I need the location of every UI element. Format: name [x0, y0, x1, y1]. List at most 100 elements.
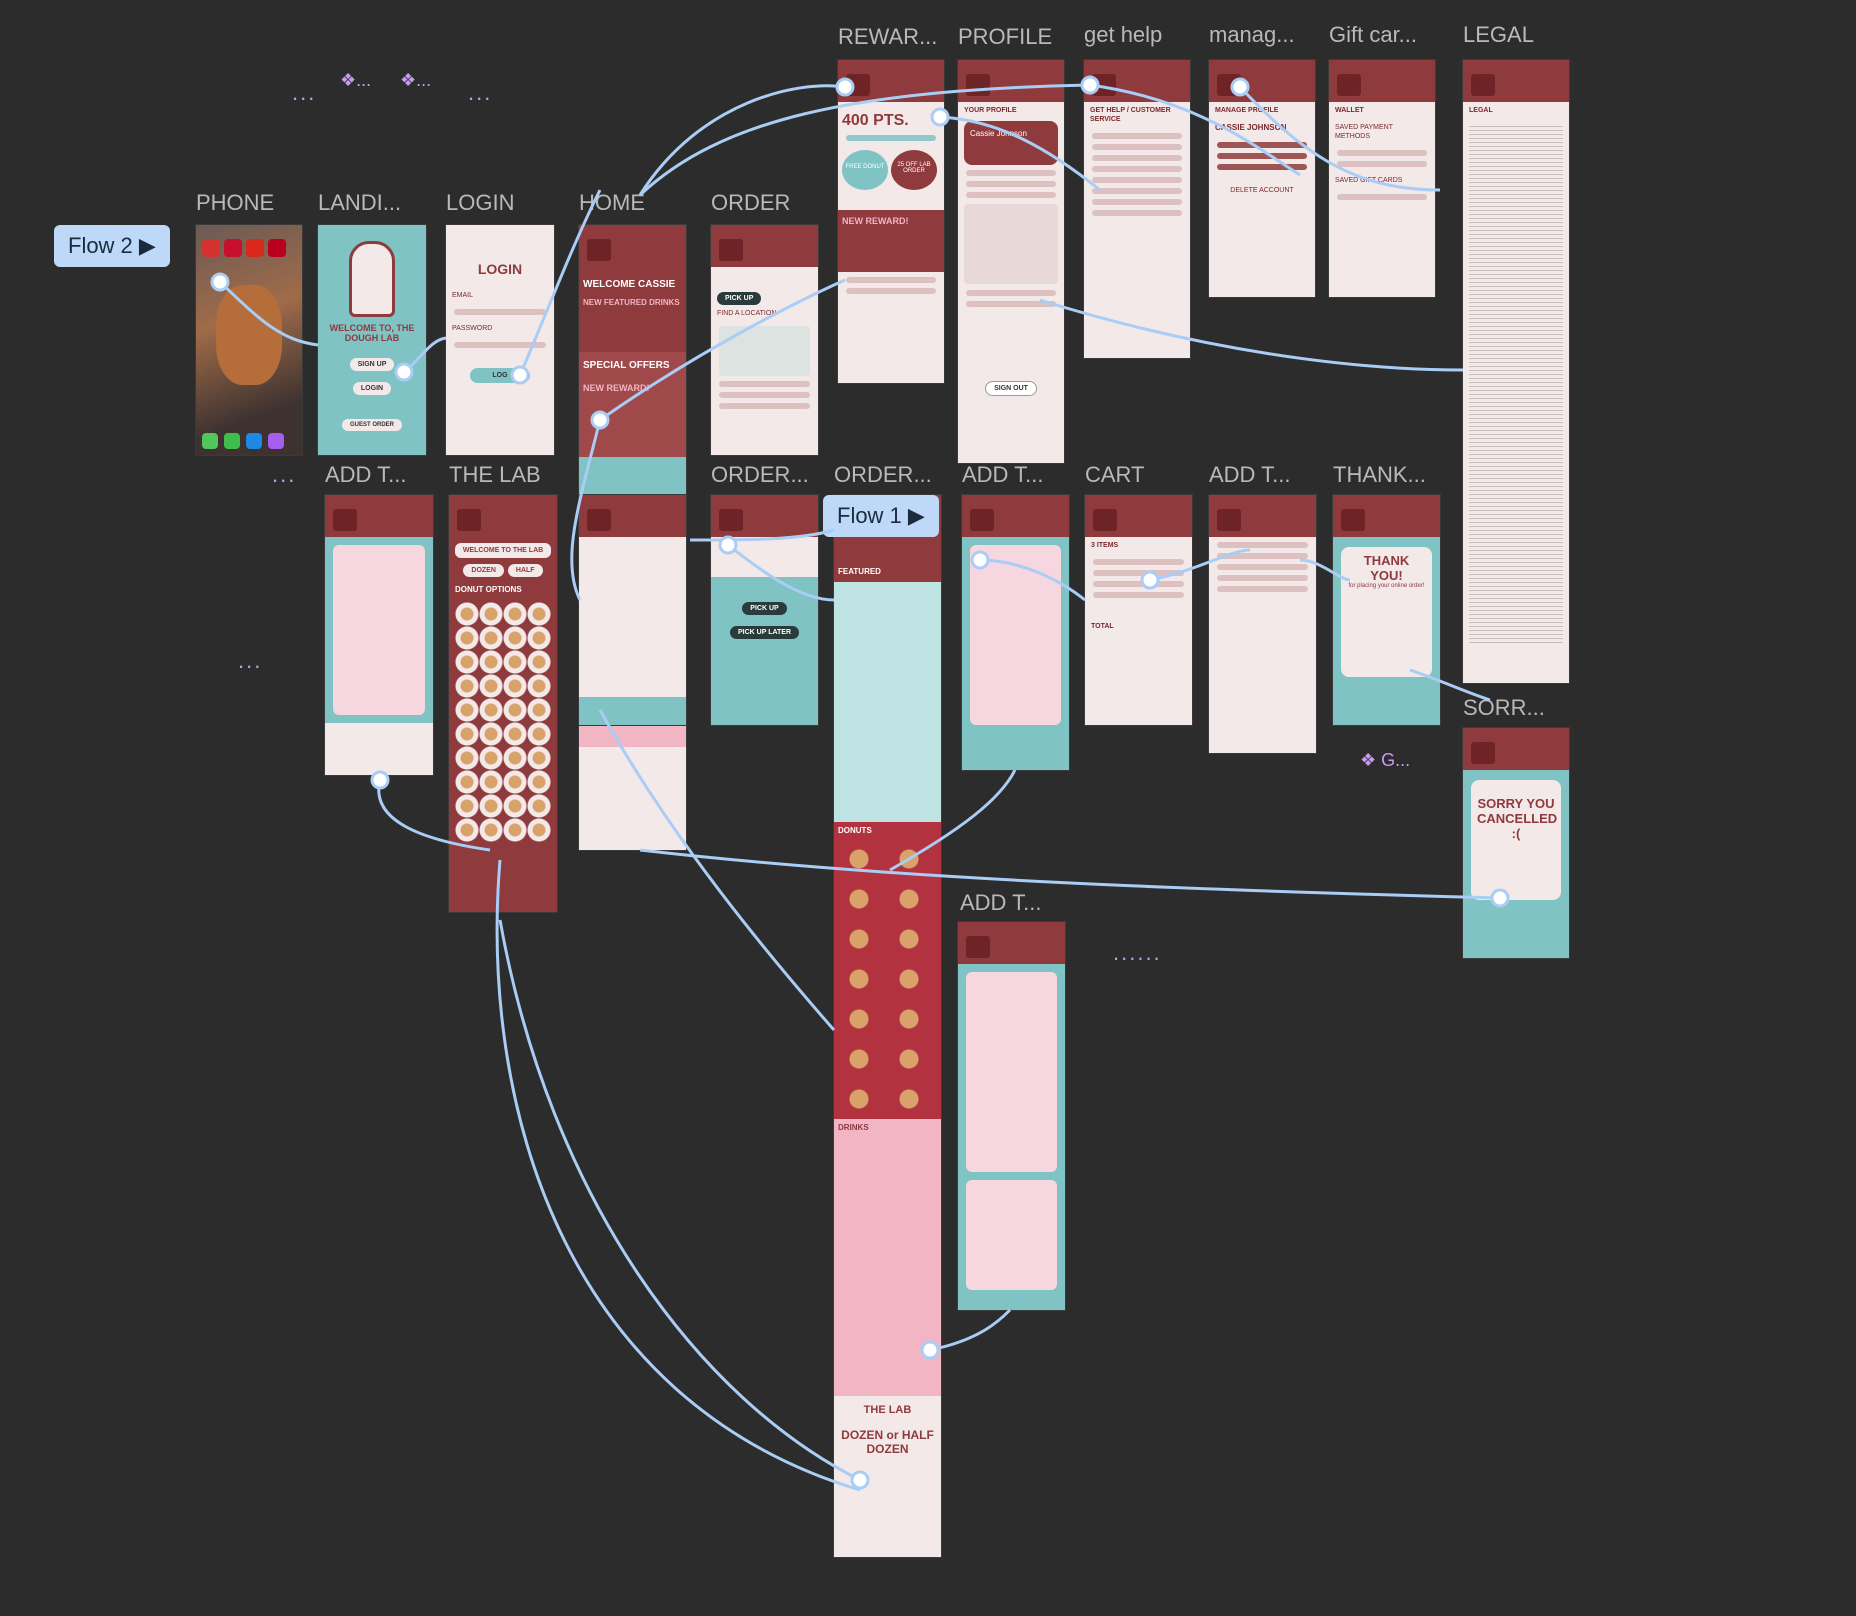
pickup-later[interactable]: PICK UP LATER — [729, 626, 800, 639]
label-cart[interactable]: CART — [1085, 462, 1145, 487]
password-label: PASSWORD — [452, 325, 493, 333]
signup-button[interactable]: SIGN UP — [349, 358, 395, 371]
cart-items: 3 ITEMS — [1091, 542, 1119, 549]
donut-grid-menu[interactable] — [834, 839, 941, 1119]
play-icon: ▶ — [907, 503, 925, 528]
label-profile[interactable]: PROFILE — [958, 24, 1053, 49]
frame-sorry[interactable]: SORRY YOU CANCELLED :( — [1463, 728, 1569, 958]
play-icon: ▶ — [138, 233, 156, 258]
legal-title: LEGAL — [1469, 107, 1493, 114]
frame-add-t1[interactable] — [325, 495, 433, 775]
manage-name: CASSIE JOHNSON — [1215, 123, 1287, 133]
annotation-dots: ... — [468, 80, 493, 105]
frame-add-t2[interactable] — [962, 495, 1069, 770]
label-add-t2[interactable]: ADD T... — [962, 462, 1044, 487]
reward-free-donut[interactable]: FREE DONUT — [842, 150, 888, 190]
annotation-dots: ... — [238, 648, 263, 673]
phone-app-row — [196, 225, 302, 271]
half-button[interactable]: HALF — [507, 564, 543, 577]
frame-manage[interactable]: MANAGE PROFILE CASSIE JOHNSON DELETE ACC… — [1209, 60, 1315, 297]
menu-drinks: DRINKS — [834, 1119, 941, 1136]
annotation-dots: ...... — [1113, 940, 1162, 965]
frame-landing[interactable]: WELCOME TO, THE DOUGH LAB SIGN UP LOGIN … — [318, 225, 426, 455]
guest-order-button[interactable]: GUEST ORDER — [341, 419, 402, 431]
email-label: EMAIL — [452, 292, 474, 299]
frame-phone[interactable] — [196, 225, 302, 455]
phone-dock — [202, 433, 284, 449]
label-get-help[interactable]: get help — [1084, 22, 1163, 47]
menu-lab: THE LAB — [834, 1396, 941, 1424]
label-order3[interactable]: ORDER... — [834, 462, 932, 487]
legal-text — [1469, 123, 1563, 644]
component-marker[interactable]: ❖... — [340, 70, 372, 90]
email-field[interactable] — [454, 309, 546, 316]
label-add-t4[interactable]: ADD T... — [960, 890, 1042, 915]
menu-featured: FEATURED — [834, 537, 941, 582]
landing-logo — [349, 241, 395, 317]
component-marker[interactable]: ❖... — [400, 70, 432, 90]
frame-get-help[interactable]: GET HELP / CUSTOMER SERVICE — [1084, 60, 1190, 358]
find-location: FIND A LOCATION — [717, 310, 777, 317]
label-phone[interactable]: PHONE — [196, 190, 275, 215]
delete-account[interactable]: DELETE ACCOUNT — [1230, 187, 1294, 195]
frame-order2[interactable] — [579, 495, 686, 725]
profile-card: Cassie Johnson — [964, 121, 1058, 166]
label-thank[interactable]: THANK... — [1333, 462, 1426, 487]
help-title: GET HELP / CUSTOMER SERVICE — [1090, 107, 1171, 124]
frame-legal[interactable]: LEGAL — [1463, 60, 1569, 683]
login-title: LOGIN — [477, 261, 523, 277]
frame-rewards[interactable]: 400 PTS. FREE DONUT 25 OFF LAB ORDER NEW… — [838, 60, 944, 383]
sign-out-button[interactable]: SIGN OUT — [985, 381, 1037, 397]
label-order[interactable]: ORDER — [711, 190, 791, 215]
annotation-dots: ... — [272, 462, 297, 487]
label-legal[interactable]: LEGAL — [1463, 22, 1534, 47]
reward-lab-order[interactable]: 25 OFF LAB ORDER — [891, 150, 937, 190]
frame-cart[interactable]: 3 ITEMS TOTAL — [1085, 495, 1192, 725]
frame-gift[interactable]: WALLET SAVED PAYMENT METHODS SAVED GIFT … — [1329, 60, 1435, 297]
login-button[interactable]: LOGIN — [352, 382, 392, 395]
label-rewards[interactable]: REWAR... — [838, 24, 938, 49]
label-landing[interactable]: LANDI... — [318, 190, 402, 215]
frame-add-t3[interactable] — [1209, 495, 1316, 753]
password-field[interactable] — [454, 342, 546, 349]
donut-options-title: DONUT OPTIONS — [455, 585, 522, 594]
label-manage[interactable]: manag... — [1209, 22, 1295, 47]
menu-dozen[interactable]: DOZEN or HALF DOZEN — [841, 1428, 934, 1456]
cart-total: TOTAL — [1091, 623, 1114, 631]
label-login[interactable]: LOGIN — [446, 190, 515, 215]
menu-donuts: DONUTS — [834, 822, 941, 839]
label-add-t3[interactable]: ADD T... — [1209, 462, 1291, 487]
donut-grid[interactable] — [455, 602, 551, 842]
dozen-button[interactable]: DOZEN — [463, 564, 504, 577]
frame-the-lab[interactable]: WELCOME TO THE LAB DOZEN HALF DONUT OPTI… — [449, 495, 557, 912]
label-add-t1[interactable]: ADD T... — [325, 462, 407, 487]
wallet-title: WALLET — [1335, 107, 1364, 114]
label-sorry[interactable]: SORR... — [1463, 695, 1545, 720]
frame-profile[interactable]: YOUR PROFILE Cassie Johnson SIGN OUT — [958, 60, 1064, 463]
pickup-tab[interactable]: PICK UP — [717, 292, 762, 305]
landing-title: WELCOME TO, THE DOUGH LAB — [329, 323, 415, 343]
label-the-lab[interactable]: THE LAB — [449, 462, 541, 487]
saved-payment: SAVED PAYMENT METHODS — [1335, 124, 1393, 141]
flow-2-button[interactable]: Flow 2 ▶ — [54, 225, 170, 267]
home-welcome: WELCOME CASSIE — [579, 267, 686, 294]
annotation-dots: ... — [292, 80, 317, 105]
frame-order-menu[interactable]: FEATURED DONUTS DRINKS THE LAB DOZEN or … — [834, 495, 941, 1557]
rewards-new: NEW REWARD! — [838, 210, 944, 272]
frame-thank[interactable]: THANK YOU! for placing your online order… — [1333, 495, 1440, 725]
manage-title: MANAGE PROFILE — [1215, 107, 1279, 114]
flow-1-button[interactable]: Flow 1 ▶ — [823, 495, 939, 537]
pickup-asap[interactable]: PICK UP — [742, 602, 787, 615]
sorry-title: SORRY YOU CANCELLED :( — [1477, 796, 1558, 841]
points: 400 PTS. — [842, 112, 909, 129]
home-featured: NEW FEATURED DRINKS — [579, 294, 686, 352]
frame-add-t4[interactable] — [958, 922, 1065, 1310]
label-order2[interactable]: ORDER... — [711, 462, 809, 487]
dog-photo — [216, 285, 282, 385]
label-gift[interactable]: Gift car... — [1329, 22, 1418, 47]
profile-title: YOUR PROFILE — [964, 107, 1017, 114]
map[interactable] — [719, 326, 810, 377]
thank-title: THANK YOU! — [1363, 553, 1410, 583]
component-marker[interactable]: ❖ G... — [1360, 750, 1411, 770]
